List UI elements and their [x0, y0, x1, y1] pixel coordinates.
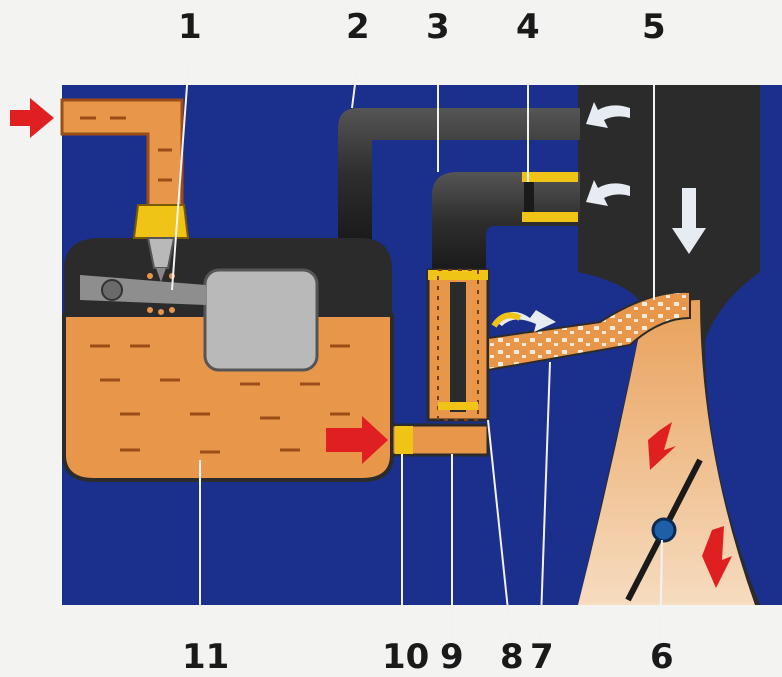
label-3: 3 — [426, 10, 450, 44]
label-7: 7 — [530, 640, 554, 674]
label-11: 11 — [182, 640, 229, 674]
label-4: 4 — [516, 10, 540, 44]
label-2: 2 — [346, 10, 370, 44]
label-1: 1 — [178, 10, 202, 44]
label-6: 6 — [650, 640, 674, 674]
label-10: 10 — [382, 640, 429, 674]
label-9: 9 — [440, 640, 464, 674]
label-8: 8 — [500, 640, 524, 674]
label-5: 5 — [642, 10, 666, 44]
